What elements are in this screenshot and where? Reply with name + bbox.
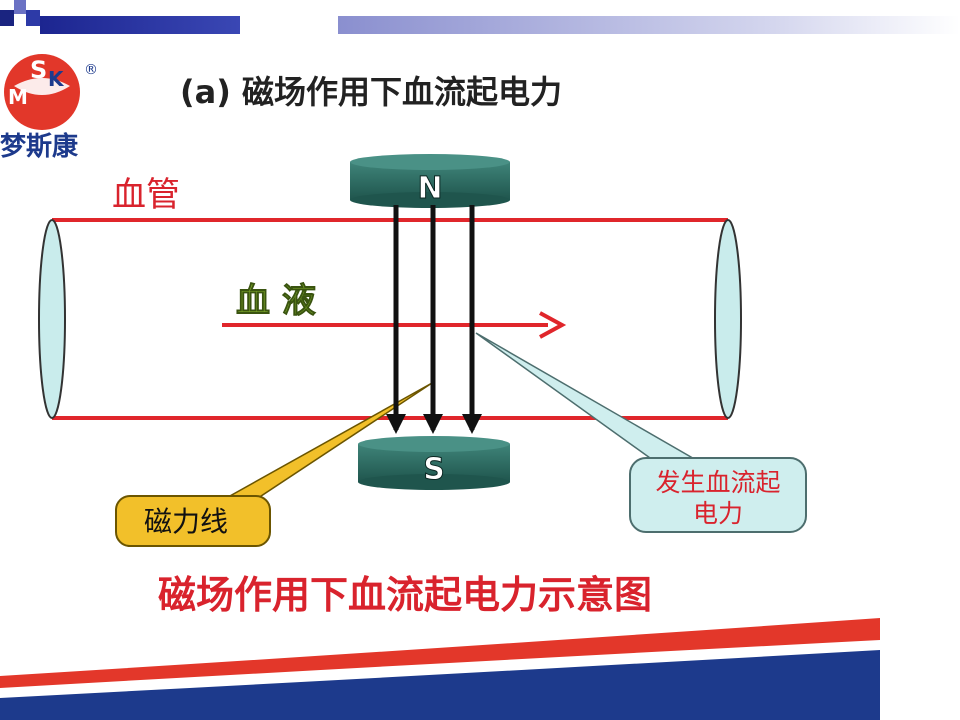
page-title: (a) 磁场作用下血流起电力 — [180, 73, 562, 111]
magnet-north: N — [350, 154, 510, 208]
diagram-caption: 磁场作用下血流起电力示意图 — [158, 573, 652, 617]
logo-letter-k: K — [48, 67, 65, 91]
callout-emf: 发生血流起 电力 — [475, 332, 807, 533]
brand-logo: S K M ® 梦斯康 — [0, 54, 98, 162]
magnetic-field-lines — [386, 205, 482, 434]
magnet-south: S — [358, 436, 510, 490]
brand-name: 梦斯康 — [0, 131, 79, 162]
header-bar — [0, 0, 960, 34]
callout-emf-line1: 发生血流起 — [655, 468, 780, 497]
south-pole-label: S — [423, 452, 445, 487]
blood-vessel — [38, 218, 742, 420]
vessel-left-end — [38, 219, 66, 419]
callout-emf-line2: 电力 — [693, 499, 743, 528]
footer-wave — [0, 618, 880, 720]
vessel-label: 血管 — [112, 175, 180, 215]
callout-field-lines: 磁力线 — [115, 382, 433, 547]
registered-mark: ® — [84, 62, 98, 78]
logo-letter-m: M — [8, 85, 28, 109]
north-pole-label: N — [417, 171, 442, 206]
callout-field-lines-text: 磁力线 — [144, 505, 228, 538]
blood-flow-arrow — [222, 311, 567, 339]
vessel-right-end — [714, 219, 742, 419]
blood-label: 血 液 — [236, 281, 316, 321]
logo-letter-s: S — [30, 56, 47, 84]
